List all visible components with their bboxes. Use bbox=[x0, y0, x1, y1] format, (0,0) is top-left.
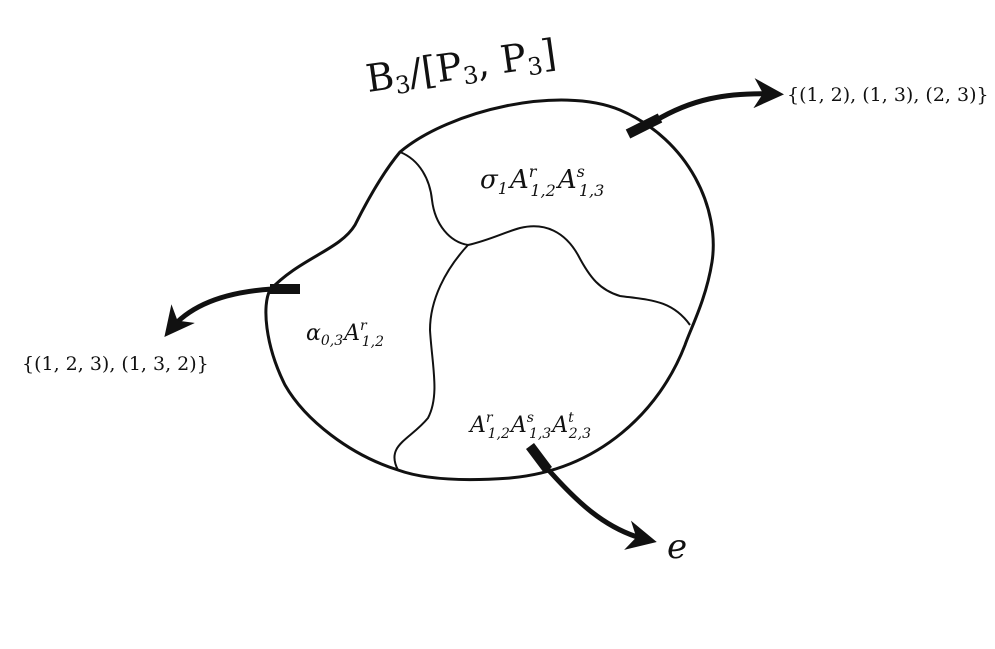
divider-top-right bbox=[467, 225, 691, 326]
title-close-bracket: ] bbox=[538, 31, 559, 77]
title-P-sub: 3 bbox=[461, 61, 480, 91]
title-B-sub: 3 bbox=[393, 70, 412, 100]
title-B: B bbox=[363, 53, 397, 100]
title-quotient: /[P bbox=[406, 44, 465, 95]
arrow-left bbox=[164, 286, 273, 338]
arrow-right bbox=[653, 78, 784, 124]
divider-top-left bbox=[399, 151, 469, 246]
title-comma-P: , P bbox=[474, 35, 529, 85]
arrow-bottom bbox=[543, 464, 657, 550]
target-left-set: {(1, 2, 3), (1, 3, 2)} bbox=[22, 353, 209, 375]
divider-bottom bbox=[393, 244, 469, 471]
svg-text:B3/[P3, P3]: B3/[P3, P3] bbox=[363, 31, 559, 104]
arrow-right-stub bbox=[625, 113, 663, 139]
target-identity: e bbox=[667, 527, 687, 567]
outer-blob-boundary bbox=[264, 98, 715, 482]
title-P-sub-2: 3 bbox=[526, 52, 545, 82]
target-right-set: {(1, 2), (1, 3), (2, 3)} bbox=[787, 84, 989, 106]
diagram-title: B3/[P3, P3] bbox=[363, 31, 559, 104]
